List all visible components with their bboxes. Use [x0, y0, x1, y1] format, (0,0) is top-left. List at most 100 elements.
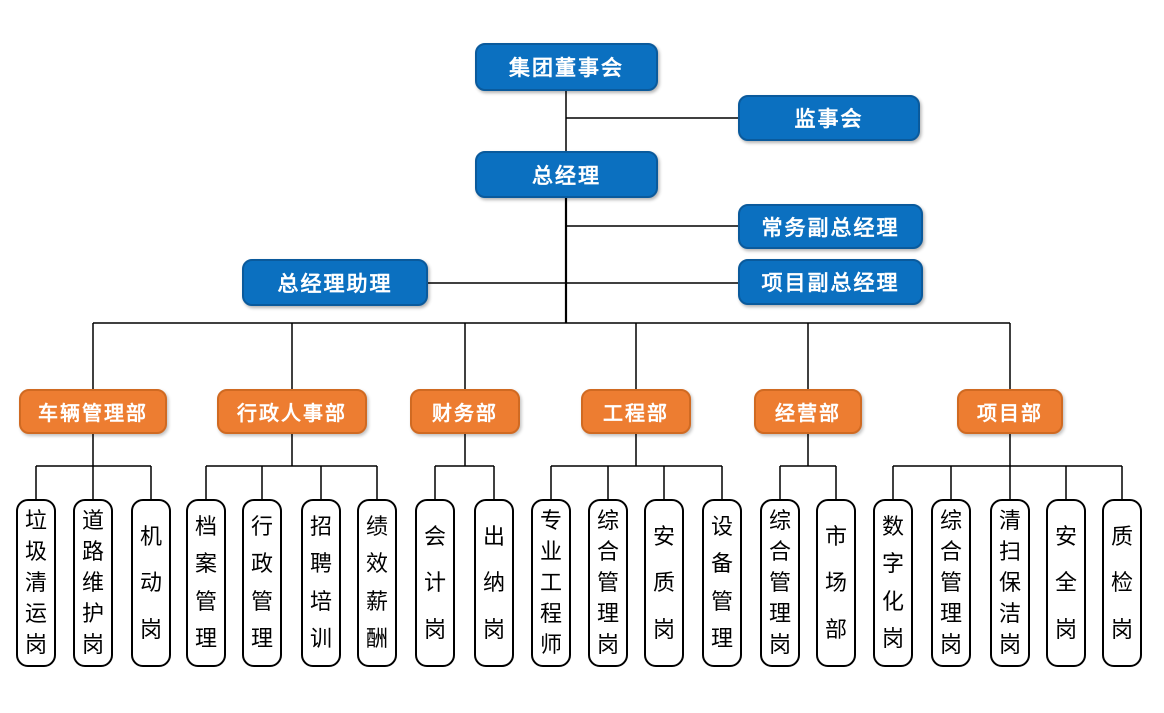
- post-quality-inspection: 质检岗: [1102, 499, 1142, 667]
- post-accounting: 会计岗: [415, 499, 455, 667]
- post-equipment-management: 设备管理: [702, 499, 742, 667]
- post-char: 清: [24, 570, 47, 595]
- post-char: 案: [194, 551, 217, 577]
- post-char: 扫: [998, 539, 1021, 564]
- post-char: 岗: [139, 616, 162, 642]
- post-char: 岗: [482, 616, 505, 642]
- post-char: 训: [309, 625, 332, 651]
- post-char: 管: [250, 588, 273, 614]
- post-char: 师: [539, 632, 562, 657]
- post-char: 管: [768, 570, 791, 595]
- dept-engineering: 工程部: [581, 389, 691, 434]
- post-char: 护: [81, 601, 104, 626]
- post-char: 合: [596, 539, 619, 564]
- dept-operations: 经营部: [754, 389, 862, 434]
- post-char: 业: [539, 539, 562, 564]
- post-char: 安: [652, 523, 675, 549]
- post-char: 岗: [1110, 616, 1133, 642]
- post-char: 程: [539, 601, 562, 626]
- post-char: 场: [824, 570, 847, 595]
- node-gm-assistant: 总经理助理: [242, 259, 428, 306]
- post-char: 综: [768, 508, 791, 533]
- post-char: 理: [939, 601, 962, 626]
- post-char: 洁: [998, 601, 1021, 626]
- post-char: 效: [365, 551, 388, 577]
- post-char: 市: [824, 523, 847, 549]
- post-char: 岗: [998, 632, 1021, 657]
- post-char: 综: [596, 508, 619, 533]
- post-professional-engineer: 专业工程师: [531, 499, 571, 667]
- post-char: 纳: [482, 570, 505, 595]
- post-char: 维: [81, 570, 104, 595]
- post-char: 备: [710, 551, 733, 577]
- post-char: 质: [652, 570, 675, 595]
- post-char: 管: [939, 570, 962, 595]
- post-char: 理: [250, 625, 273, 651]
- post-general-management-eng: 综合管理岗: [588, 499, 628, 667]
- dept-admin-hr: 行政人事部: [217, 389, 367, 434]
- post-char: 运: [24, 601, 47, 626]
- post-char: 路: [81, 539, 104, 564]
- post-char: 化: [881, 588, 904, 614]
- post-char: 岗: [1054, 616, 1077, 642]
- post-char: 综: [939, 508, 962, 533]
- post-char: 管: [710, 588, 733, 614]
- post-char: 招: [309, 514, 332, 540]
- post-archives-management: 档案管理: [186, 499, 226, 667]
- post-char: 全: [1054, 570, 1077, 595]
- post-char: 部: [824, 616, 847, 642]
- post-performance-pay: 绩效薪酬: [357, 499, 397, 667]
- node-executive-deputy-gm: 常务副总经理: [738, 204, 923, 249]
- node-general-manager: 总经理: [475, 151, 658, 198]
- post-char: 垃: [24, 508, 47, 533]
- post-char: 理: [710, 625, 733, 651]
- post-char: 合: [939, 539, 962, 564]
- post-char: 档: [194, 514, 217, 540]
- post-char: 岗: [596, 632, 619, 657]
- post-char: 岗: [423, 616, 446, 642]
- post-char: 理: [768, 601, 791, 626]
- node-supervisory-board: 监事会: [738, 95, 920, 141]
- post-char: 行: [250, 514, 273, 540]
- node-group-board: 集团董事会: [475, 43, 658, 91]
- post-char: 设: [710, 514, 733, 540]
- post-char: 安: [1054, 523, 1077, 549]
- dept-projects: 项目部: [957, 389, 1063, 434]
- post-garbage-removal: 垃圾清运岗: [16, 499, 56, 667]
- post-char: 质: [1110, 523, 1133, 549]
- node-project-deputy-gm: 项目副总经理: [738, 259, 923, 305]
- post-market-dept: 市场部: [816, 499, 856, 667]
- post-char: 岗: [81, 632, 104, 657]
- post-admin-management: 行政管理: [242, 499, 282, 667]
- post-general-management-prj: 综合管理岗: [931, 499, 971, 667]
- post-char: 岗: [768, 632, 791, 657]
- post-char: 动: [139, 570, 162, 595]
- post-char: 管: [194, 588, 217, 614]
- post-char: 岗: [881, 625, 904, 651]
- connector-executive-lines: [428, 91, 738, 323]
- post-char: 字: [881, 551, 904, 577]
- post-char: 道: [81, 508, 104, 533]
- post-char: 薪: [365, 588, 388, 614]
- post-char: 绩: [365, 514, 388, 540]
- post-safety-quality: 安质岗: [644, 499, 684, 667]
- post-char: 圾: [24, 539, 47, 564]
- dept-finance: 财务部: [410, 389, 520, 434]
- post-char: 保: [998, 570, 1021, 595]
- post-char: 合: [768, 539, 791, 564]
- post-char: 机: [139, 523, 162, 549]
- post-recruit-training: 招聘培训: [301, 499, 341, 667]
- connector-main-bus: [92, 322, 1011, 389]
- post-cashier: 出纳岗: [474, 499, 514, 667]
- post-road-maintenance: 道路维护岗: [73, 499, 113, 667]
- post-char: 理: [596, 601, 619, 626]
- post-mobile: 机动岗: [131, 499, 171, 667]
- post-char: 理: [194, 625, 217, 651]
- post-char: 检: [1110, 570, 1133, 595]
- post-char: 清: [998, 508, 1021, 533]
- post-char: 数: [881, 514, 904, 540]
- post-char: 聘: [309, 551, 332, 577]
- post-char: 管: [596, 570, 619, 595]
